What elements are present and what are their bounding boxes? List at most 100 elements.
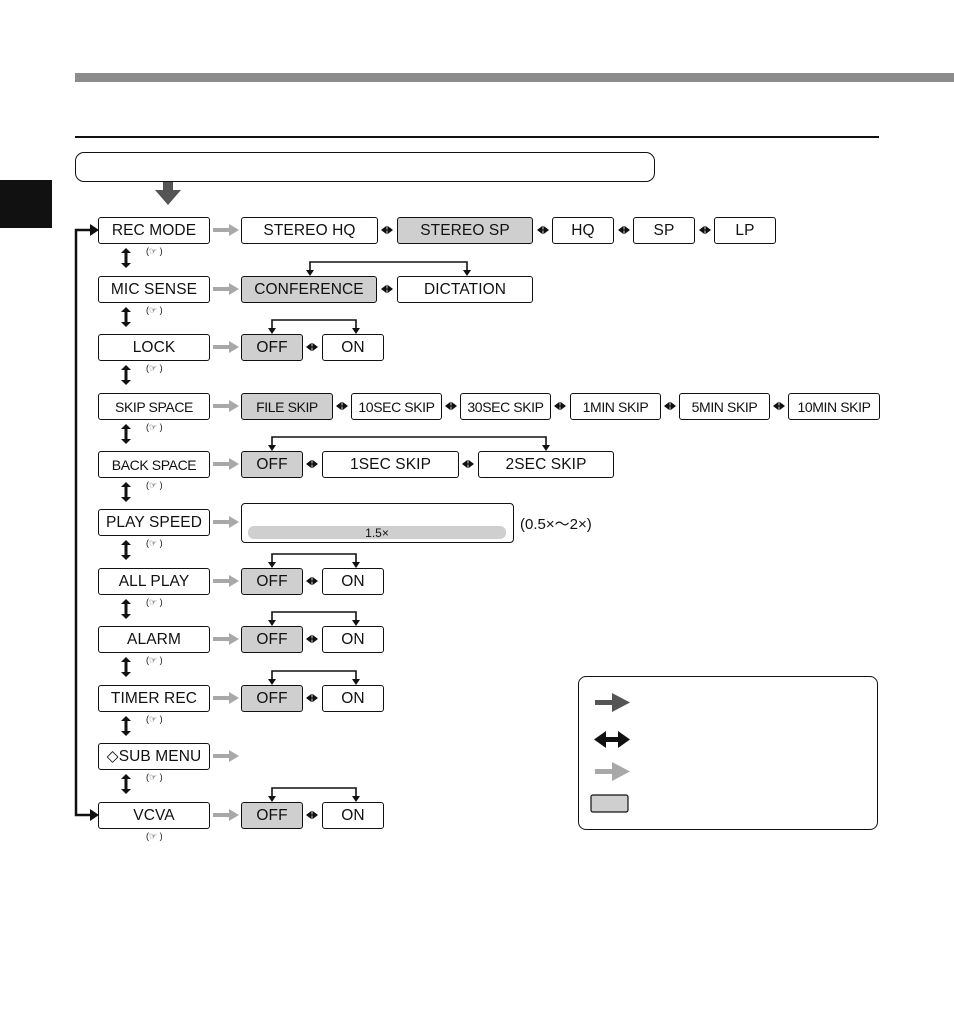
option-30sec-skip[interactable]: 30SEC SKIP [460,393,551,420]
wrap-bracket-mic [309,261,468,272]
updown-arrow-icon [121,424,131,444]
page-ref: (☞ ) [146,363,163,373]
menu-item-back-space[interactable]: BACK SPACE [98,451,210,478]
double-arrow-icon [773,401,785,411]
option-back-off[interactable]: OFF [241,451,303,478]
legend-double-arrow-icon [594,731,630,748]
menu-item-label: LOCK [132,338,176,356]
option-timer-on[interactable]: ON [322,685,384,712]
double-arrow-icon [306,342,318,352]
double-arrow-icon [554,401,566,411]
double-arrow-icon [306,576,318,586]
option-alarm-on[interactable]: ON [322,626,384,653]
option-1sec-skip[interactable]: 1SEC SKIP [322,451,459,478]
page-ref: (☞ ) [146,305,163,315]
wrap-bracket-vcva [271,787,357,798]
wrap-bracket-back [271,436,547,447]
menu-item-mic-sense[interactable]: MIC SENSE [98,276,210,303]
play-speed-value: 1.5× [365,525,389,540]
option-lock-on[interactable]: ON [322,334,384,361]
page-ref: (☞ ) [146,246,163,256]
updown-arrow-icon [121,482,131,502]
menu-item-vcva[interactable]: VCVA [98,802,210,829]
light-arrow-icon [213,458,239,470]
page-ref: (☞ ) [146,538,163,548]
wrap-bracket-lock [271,319,357,330]
light-arrow-icon [213,633,239,645]
option-lock-off[interactable]: OFF [241,334,303,361]
menu-item-label: MIC SENSE [110,280,198,298]
bidir-small-arrows [306,225,785,820]
legend-default-swatch [590,794,629,813]
option-sp[interactable]: SP [633,217,695,244]
double-arrow-icon [381,284,393,294]
option-10min-skip[interactable]: 10MIN SKIP [788,393,880,420]
double-arrow-icon [306,459,318,469]
legend-dark-arrow-icon [595,693,630,712]
wrap-bracket-heads [268,270,550,802]
page-ref: (☞ ) [146,714,163,724]
light-arrow-icon [213,341,239,353]
menu-item-label: ◇SUB MENU [106,748,202,765]
double-arrow-icon [699,225,711,235]
page-ref: (☞ ) [146,831,163,841]
updown-arrow-icon [121,248,131,268]
menu-item-sub-menu[interactable]: ◇SUB MENU [98,743,210,770]
menu-item-lock[interactable]: LOCK [98,334,210,361]
option-stereo-sp[interactable]: STEREO SP [397,217,533,244]
option-conference[interactable]: CONFERENCE [241,276,377,303]
menu-item-rec-mode[interactable]: REC MODE [98,217,210,244]
enter-arrows [213,224,239,821]
page-ref: (☞ ) [146,597,163,607]
menu-item-label: TIMER REC [110,689,198,707]
option-file-skip[interactable]: FILE SKIP [241,393,333,420]
double-arrow-icon [537,225,549,235]
option-allplay-on[interactable]: ON [322,568,384,595]
double-arrow-icon [618,225,630,235]
option-vcva-on[interactable]: ON [322,802,384,829]
double-arrow-icon [664,401,676,411]
entry-arrow-icon [155,182,181,205]
play-speed-range: (0.5×〜2×) [520,516,592,533]
menu-item-skip-space[interactable]: SKIP SPACE [98,393,210,420]
light-arrow-icon [213,750,239,762]
menu-item-label: SKIP SPACE [115,398,193,415]
option-10sec-skip[interactable]: 10SEC SKIP [351,393,442,420]
menu-item-timer-rec[interactable]: TIMER REC [98,685,210,712]
updown-arrow-icon [121,774,131,794]
menu-item-alarm[interactable]: ALARM [98,626,210,653]
light-arrow-icon [213,809,239,821]
page-ref: (☞ ) [146,422,163,432]
light-arrow-icon [213,516,239,528]
light-arrow-icon [213,224,239,236]
double-arrow-icon [336,401,348,411]
updown-arrow-icon [121,540,131,560]
menu-item-label: REC MODE [111,221,197,239]
updown-arrow-icon [121,599,131,619]
option-alarm-off[interactable]: OFF [241,626,303,653]
option-1min-skip[interactable]: 1MIN SKIP [570,393,661,420]
menu-item-label: ALL PLAY [118,572,190,590]
option-lp[interactable]: LP [714,217,776,244]
light-arrow-icon [213,283,239,295]
option-timer-off[interactable]: OFF [241,685,303,712]
option-stereo-hq[interactable]: STEREO HQ [241,217,378,244]
option-2sec-skip[interactable]: 2SEC SKIP [478,451,614,478]
chapter-tab [0,180,52,228]
option-vcva-off[interactable]: OFF [241,802,303,829]
menu-item-label: PLAY SPEED [105,513,203,531]
option-dictation[interactable]: DICTATION [397,276,533,303]
option-hq[interactable]: HQ [552,217,614,244]
double-arrow-icon [381,225,393,235]
option-5min-skip[interactable]: 5MIN SKIP [679,393,770,420]
menu-item-all-play[interactable]: ALL PLAY [98,568,210,595]
double-arrow-icon [306,810,318,820]
legend-box [578,676,878,830]
menu-item-label: VCVA [133,806,175,824]
play-speed-slider[interactable]: 1.5× [248,525,506,540]
section-rule [75,136,879,138]
option-allplay-off[interactable]: OFF [241,568,303,595]
menu-item-play-speed[interactable]: PLAY SPEED [98,509,210,536]
double-arrow-icon [306,634,318,644]
